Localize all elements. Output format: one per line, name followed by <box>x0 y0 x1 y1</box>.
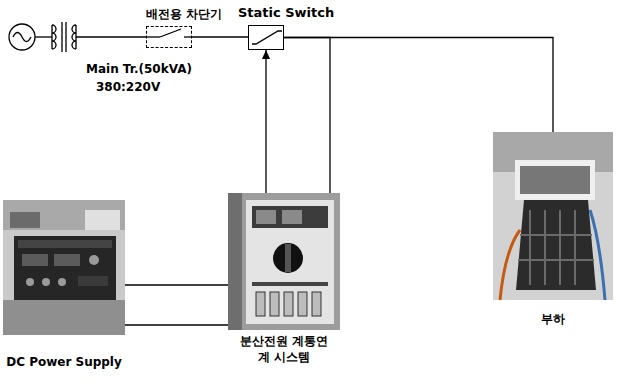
ac-source-symbol <box>9 24 35 50</box>
static-switch-box <box>248 25 284 50</box>
photo-node: 부하 <box>493 132 613 328</box>
voltage-ratio: 380:220V <box>96 80 160 96</box>
wire <box>284 38 553 133</box>
transformer-rating: Main Tr.(50kVA) <box>86 62 192 78</box>
static-switch-box-node: Static Switch <box>238 5 334 50</box>
photo-node: DC Power Supply <box>3 200 125 371</box>
photo-frame <box>3 200 125 335</box>
breaker-box-node: 배전용 차단기 <box>146 7 222 48</box>
load-photo <box>493 132 613 300</box>
wire <box>192 36 248 37</box>
control-arrow <box>265 50 266 193</box>
photo-frame <box>228 193 340 330</box>
node-caption: Static Switch <box>238 5 334 22</box>
node-caption: 배전용 차단기 <box>146 7 222 23</box>
dc-supply-photo <box>3 200 125 335</box>
breaker-box <box>146 26 192 48</box>
transformer-symbol <box>35 22 146 52</box>
node-caption: 분산전원 계통연계 시스템 <box>234 334 334 365</box>
sine-wave <box>13 33 31 42</box>
wire <box>125 284 228 285</box>
node-caption: 부하 <box>541 312 565 328</box>
photo-frame <box>493 132 613 300</box>
wire <box>125 324 228 325</box>
node-caption: DC Power Supply <box>6 355 122 371</box>
wire <box>284 38 330 194</box>
cabinet-photo <box>228 193 340 330</box>
static-switch-symbol <box>252 31 282 44</box>
breaker-blade <box>146 29 192 37</box>
photo-node: 분산전원 계통연계 시스템 <box>228 193 340 365</box>
